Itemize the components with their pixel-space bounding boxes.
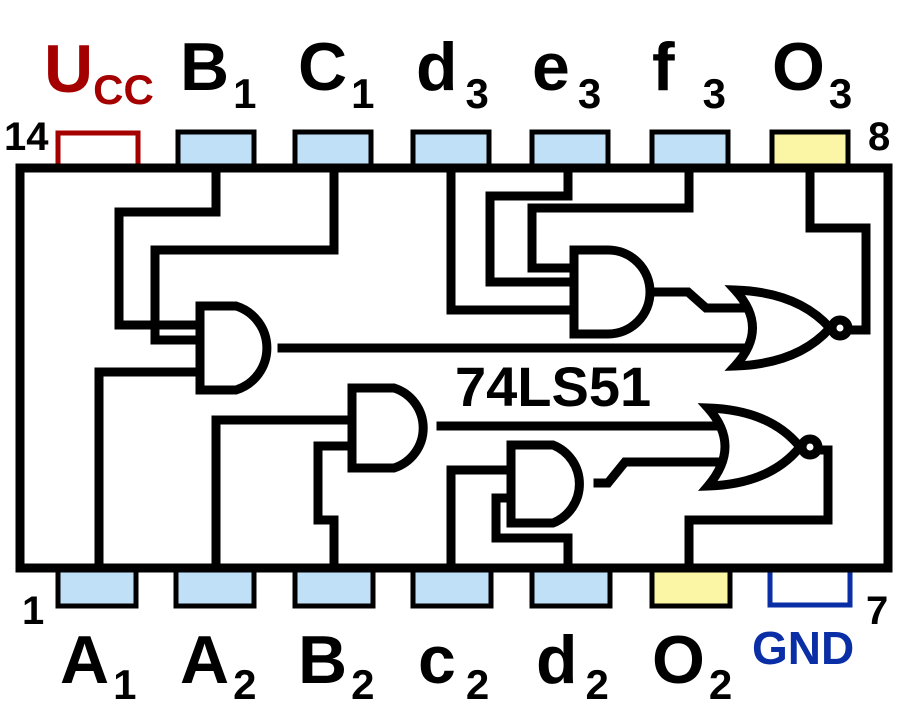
pin-a1 (55, 567, 139, 609)
pin-label-ucc: UCC (44, 31, 154, 113)
nor-bubble-o3 (827, 315, 853, 341)
pin-c2 (410, 567, 494, 609)
pin-label-b2: B2 (298, 622, 374, 708)
and-gate-1 (195, 301, 272, 395)
nor-gate-o2 (697, 403, 806, 491)
pin-number-8: 8 (868, 115, 890, 159)
pin-o2 (649, 567, 733, 609)
pin-label-main: U (44, 31, 93, 107)
pin-label-b1: B1 (180, 29, 256, 117)
wire-a1 (94, 353, 215, 573)
pin-label-sub: CC (93, 66, 154, 113)
pin-number-7: 7 (866, 589, 888, 633)
wire-d2 (491, 493, 573, 573)
wire-c1 (150, 163, 339, 345)
pin-d3 (410, 129, 492, 169)
wire-gate4-out (593, 457, 730, 488)
part-number: 74LS51 (455, 355, 651, 418)
pin-label-gnd: GND (752, 622, 854, 674)
nor-gate-o3 (724, 285, 837, 371)
wire-b2 (313, 441, 360, 573)
pin-label-c1: C1 (298, 29, 374, 117)
pin-e3 (529, 129, 611, 169)
wire-a2 (211, 415, 360, 573)
pin-label-o2: O2 (652, 622, 732, 708)
pin-c1 (292, 129, 374, 169)
pin-label-o3: O3 (772, 29, 852, 117)
and-gate-2 (569, 245, 655, 339)
pin-o3 (769, 129, 851, 169)
pin-a2 (173, 567, 257, 609)
and-gate-3 (347, 383, 428, 473)
pin-b2 (292, 567, 376, 609)
pin-number-1: 1 (22, 589, 44, 633)
pin-number-14: 14 (4, 115, 49, 159)
wire-o2 (684, 445, 833, 573)
gnd-pin-bracket (767, 571, 853, 608)
pin-label-a1: A1 (60, 622, 136, 708)
wire-e3 (485, 163, 587, 287)
wire-b1 (114, 163, 221, 330)
nor-bubble-o2 (797, 434, 823, 460)
pin-label-a2: A2 (180, 622, 256, 708)
vcc-pin-bracket (55, 130, 141, 167)
wire-gate2-out (650, 287, 751, 313)
pin-b1 (175, 129, 257, 169)
pin-d2 (529, 567, 613, 609)
wire-d3 (446, 163, 587, 315)
wire-c2 (446, 465, 517, 573)
pin-f3 (649, 129, 731, 169)
wire-f3 (527, 163, 694, 273)
and-gate-4 (506, 440, 584, 528)
wire-o3 (805, 163, 871, 335)
